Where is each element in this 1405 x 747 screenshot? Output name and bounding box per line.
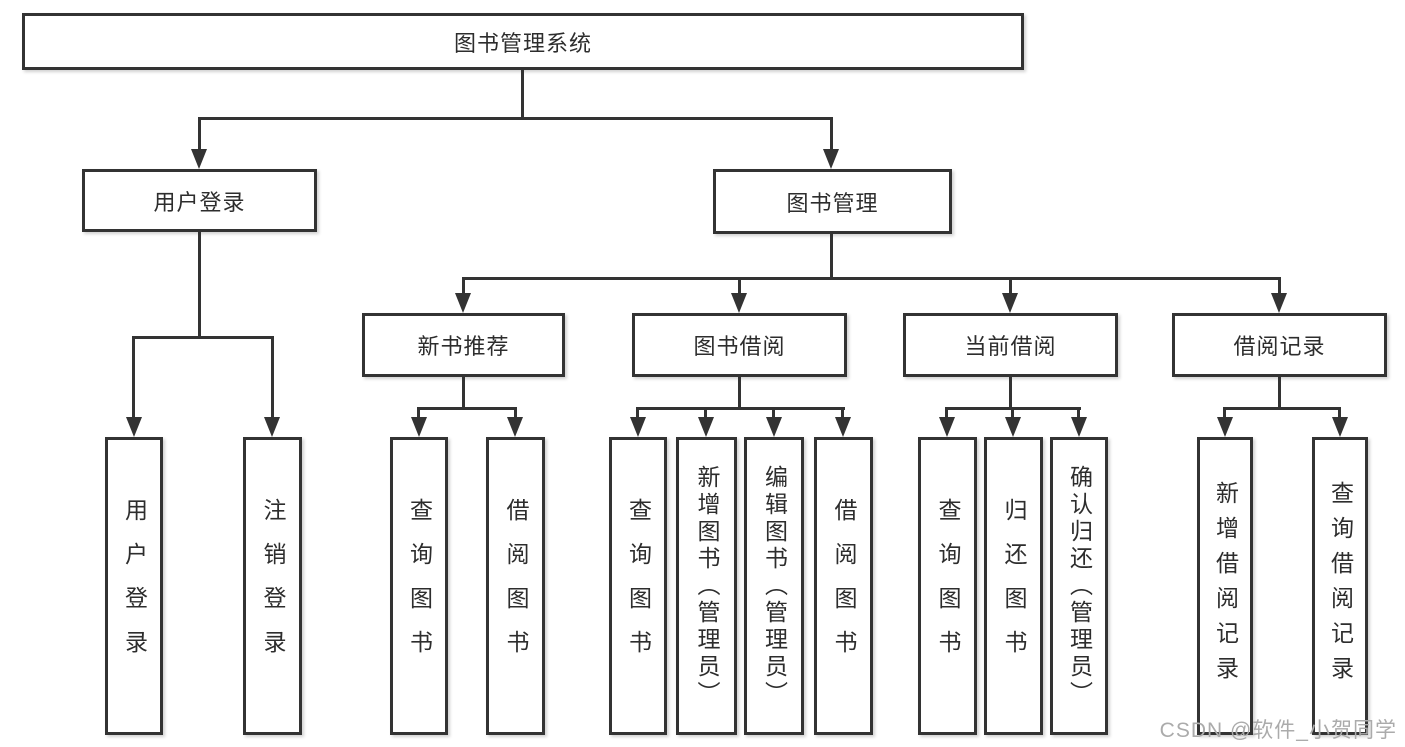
node-current-borrow-label: 当前借阅 bbox=[964, 334, 1057, 359]
arrow-down-icon bbox=[731, 293, 747, 313]
node-user-login: 用户登录 bbox=[82, 169, 317, 232]
leaf-label: 查询图书 bbox=[625, 498, 652, 674]
arrow-down-icon bbox=[1332, 417, 1348, 437]
arrow-down-icon bbox=[455, 293, 471, 313]
leaf-edit-book-admin: 编辑图书（管理员） bbox=[744, 437, 804, 735]
connector-to-leaf bbox=[132, 336, 135, 417]
connector-book-mgmt-branch bbox=[462, 277, 1281, 280]
connector-to-group bbox=[1009, 277, 1012, 293]
connector-group-branch bbox=[417, 407, 517, 410]
connector-to-leaf bbox=[417, 407, 420, 417]
connector-root-stem bbox=[521, 70, 524, 117]
node-borrow-records: 借阅记录 bbox=[1172, 313, 1387, 377]
arrow-down-icon bbox=[630, 417, 646, 437]
arrow-down-icon bbox=[823, 149, 839, 169]
leaf-search-books-recommend: 查询图书 bbox=[390, 437, 448, 735]
leaf-label: 注销登录 bbox=[260, 498, 286, 674]
connector-root-branch bbox=[198, 117, 833, 120]
connector-to-leaf bbox=[772, 407, 775, 417]
arrow-down-icon bbox=[1005, 417, 1021, 437]
arrow-down-icon bbox=[939, 417, 955, 437]
leaf-borrow-books: 借阅图书 bbox=[814, 437, 873, 735]
connector-to-leaf bbox=[1011, 407, 1014, 417]
connector-to-leaf bbox=[841, 407, 844, 417]
csdn-watermark: CSDN @软件_小贺同学 bbox=[1159, 719, 1397, 742]
leaf-confirm-return-admin: 确认归还（管理员） bbox=[1050, 437, 1108, 735]
connector-to-user-login bbox=[198, 117, 201, 149]
connector-group-branch bbox=[636, 407, 845, 410]
connector-group-branch bbox=[1223, 407, 1341, 410]
connector-to-group bbox=[462, 277, 465, 293]
arrow-down-icon bbox=[1002, 293, 1018, 313]
leaf-add-book-admin: 新增图书（管理员） bbox=[676, 437, 737, 735]
arrow-down-icon bbox=[835, 417, 851, 437]
connector-to-group bbox=[1278, 277, 1281, 293]
connector-group-stem bbox=[1278, 377, 1281, 407]
connector-to-book-mgmt bbox=[830, 117, 833, 149]
node-new-book-recommend: 新书推荐 bbox=[362, 313, 565, 377]
node-borrow-records-label: 借阅记录 bbox=[1233, 334, 1326, 359]
connector-user-login-stem bbox=[198, 232, 201, 336]
arrow-down-icon bbox=[698, 417, 714, 437]
connector-to-leaf bbox=[704, 407, 707, 417]
arrow-down-icon bbox=[191, 149, 207, 169]
leaf-user-login: 用户登录 bbox=[105, 437, 163, 735]
leaf-label: 查询图书 bbox=[406, 498, 433, 674]
connector-book-mgmt-stem bbox=[830, 234, 833, 277]
leaf-search-current: 查询图书 bbox=[918, 437, 977, 735]
leaf-label: 确认归还（管理员） bbox=[1066, 464, 1093, 708]
arrow-down-icon bbox=[126, 417, 142, 437]
connector-to-leaf bbox=[1338, 407, 1341, 417]
node-new-book-recommend-label: 新书推荐 bbox=[417, 334, 510, 359]
leaf-logout: 注销登录 bbox=[243, 437, 302, 735]
leaf-label: 查询借阅记录 bbox=[1327, 481, 1354, 691]
leaf-label: 新增图书（管理员） bbox=[694, 464, 720, 708]
node-user-login-label: 用户登录 bbox=[153, 189, 246, 215]
connector-user-login-branch bbox=[132, 336, 274, 339]
node-root: 图书管理系统 bbox=[22, 13, 1024, 70]
connector-to-leaf bbox=[636, 407, 639, 417]
leaf-borrow-books-recommend: 借阅图书 bbox=[486, 437, 545, 735]
leaf-label: 编辑图书（管理员） bbox=[761, 464, 788, 708]
connector-group-stem bbox=[1009, 377, 1012, 407]
arrow-down-icon bbox=[411, 417, 427, 437]
node-book-borrow: 图书借阅 bbox=[632, 313, 847, 377]
leaf-label: 查询图书 bbox=[935, 498, 961, 674]
leaf-label: 用户登录 bbox=[121, 498, 148, 674]
node-book-mgmt-label: 图书管理 bbox=[786, 190, 879, 216]
arrow-down-icon bbox=[1217, 417, 1233, 437]
connector-group-stem bbox=[738, 377, 741, 407]
leaf-label: 新增借阅记录 bbox=[1212, 481, 1239, 691]
connector-to-leaf bbox=[271, 336, 274, 417]
leaf-label: 借阅图书 bbox=[831, 498, 857, 674]
connector-to-leaf bbox=[945, 407, 948, 417]
node-root-label: 图书管理系统 bbox=[453, 30, 592, 56]
arrow-down-icon bbox=[766, 417, 782, 437]
leaf-label: 归还图书 bbox=[1001, 498, 1027, 674]
leaf-return-book: 归还图书 bbox=[984, 437, 1043, 735]
arrow-down-icon bbox=[507, 417, 523, 437]
leaf-add-borrow-record: 新增借阅记录 bbox=[1197, 437, 1253, 735]
leaf-label: 借阅图书 bbox=[503, 498, 529, 674]
connector-to-group bbox=[738, 277, 741, 293]
connector-to-leaf bbox=[1077, 407, 1080, 417]
arrow-down-icon bbox=[1071, 417, 1087, 437]
connector-to-leaf bbox=[1223, 407, 1226, 417]
node-book-borrow-label: 图书借阅 bbox=[693, 334, 786, 359]
node-book-mgmt: 图书管理 bbox=[713, 169, 952, 234]
arrow-down-icon bbox=[264, 417, 280, 437]
connector-group-stem bbox=[462, 377, 465, 407]
node-current-borrow: 当前借阅 bbox=[903, 313, 1118, 377]
connector-to-leaf bbox=[514, 407, 517, 417]
leaf-search-borrow-record: 查询借阅记录 bbox=[1312, 437, 1368, 735]
arrow-down-icon bbox=[1271, 293, 1287, 313]
leaf-search-books: 查询图书 bbox=[609, 437, 667, 735]
